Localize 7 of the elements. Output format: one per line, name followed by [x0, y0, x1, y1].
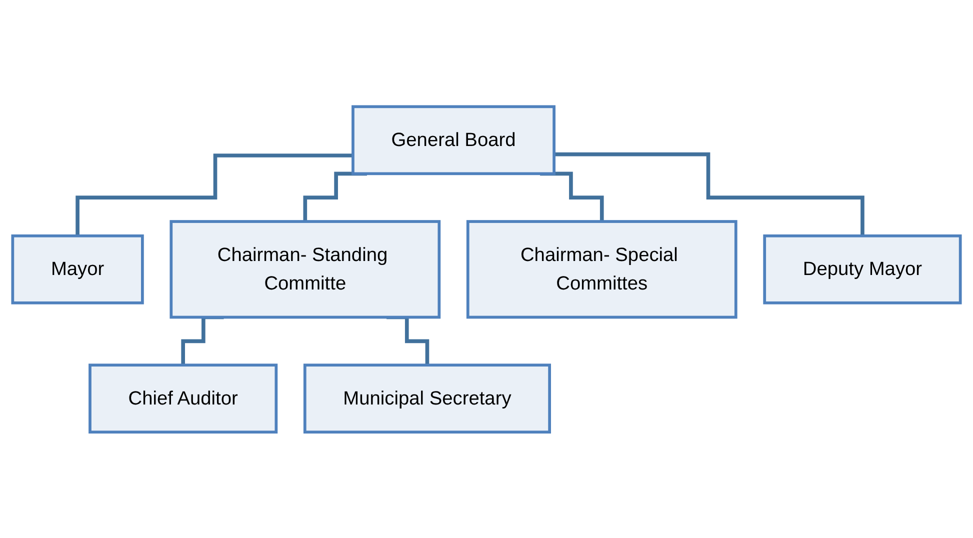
node-box: Chairman- Standing Committe	[170, 220, 441, 318]
node-box: Mayor	[11, 234, 144, 304]
node-box: Chief Auditor	[88, 363, 278, 434]
node-box: Deputy Mayor	[763, 234, 962, 304]
node-box: Chairman- Special Committes	[466, 220, 738, 318]
node-box: Municipal Secretary	[303, 363, 551, 434]
node-box: General Board	[352, 104, 556, 175]
